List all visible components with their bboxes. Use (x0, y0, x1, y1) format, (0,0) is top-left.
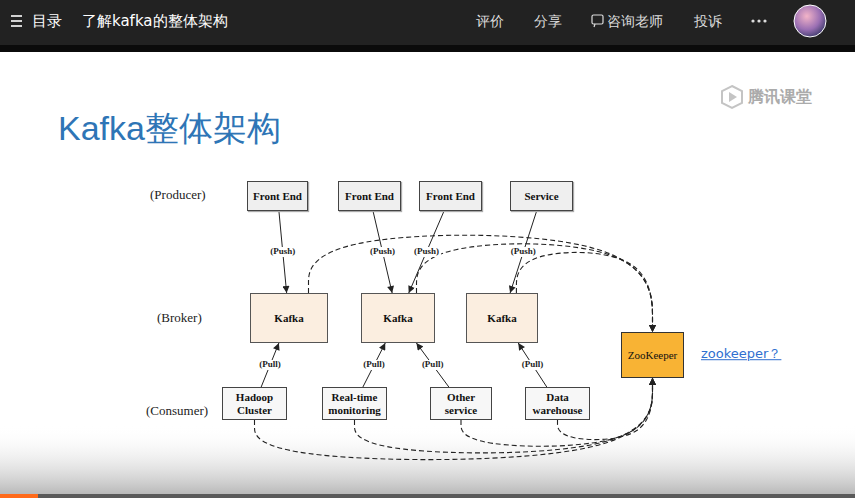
edge-label: (Push) (509, 247, 538, 257)
progress-track (0, 494, 855, 498)
edge-label: (Push) (268, 247, 297, 257)
edge-label: (Push) (368, 247, 397, 257)
player-shade (0, 425, 855, 494)
data-arrow (518, 343, 547, 387)
node-text: Kafka (274, 312, 303, 325)
producer-box: Service (510, 181, 573, 211)
menu-icon (11, 16, 22, 26)
producer-box: Front End (247, 181, 308, 211)
node-text: Service (524, 190, 558, 203)
edge-label: (Pull) (520, 360, 546, 370)
toolbar-item: 评价 (476, 13, 504, 30)
link-text: zookeeper？ (701, 346, 781, 362)
data-arrow (416, 343, 448, 387)
watermark-logo (722, 86, 742, 108)
node-text: Front End (426, 190, 475, 203)
node-text: Other service (435, 391, 487, 416)
edge-label: (Pull) (361, 360, 387, 370)
consumer-box: Data warehouse (525, 387, 590, 420)
edge-label: (Pull) (420, 360, 446, 370)
node-text: Kafka (383, 312, 412, 325)
coordination-link (355, 378, 653, 453)
producer-box: Front End (419, 181, 482, 211)
data-arrow (409, 211, 444, 293)
edge-label: (Push) (412, 247, 441, 257)
node-text: ZooKeeper (628, 349, 677, 362)
coordination-link (255, 378, 653, 460)
node-text: Kafka (487, 312, 516, 325)
node-text: Front End (345, 190, 394, 203)
top-bar-edge (0, 45, 855, 52)
producer-box: Front End (338, 181, 401, 211)
toolbar-item: 咨询老师 (607, 13, 663, 30)
consumer-box: Real-time monitoring (322, 387, 387, 420)
layer-label: (Broker) (157, 310, 202, 326)
avatar (794, 5, 826, 37)
broker-box: Kafka (466, 293, 538, 343)
slide-title: Kafka整体架构 (58, 110, 281, 147)
watermark: 腾讯课堂 (748, 87, 812, 106)
consumer-box: Hadoop Cluster (222, 387, 287, 420)
node-text: Data warehouse (530, 391, 585, 416)
node-text: Front End (253, 190, 302, 203)
broker-box: Kafka (361, 293, 435, 343)
chat-icon (592, 15, 603, 27)
lesson-title: 了解kafka的整体架构 (82, 12, 228, 30)
toolbar-item: 分享 (534, 13, 562, 30)
layer-label: (Producer) (150, 187, 206, 203)
edge-label: (Pull) (257, 360, 283, 370)
menu-label: 目录 (32, 12, 62, 30)
more-icon (751, 19, 766, 22)
layer-label: (Consumer) (146, 403, 208, 419)
node-text: Hadoop Cluster (227, 391, 282, 416)
top-bar (0, 0, 855, 45)
consumer-box: Other service (430, 387, 492, 420)
toolbar-item: 投诉 (694, 13, 722, 30)
progress-bar (0, 494, 38, 498)
zookeeper-box: ZooKeeper (621, 332, 684, 378)
broker-box: Kafka (250, 293, 328, 343)
node-text: Real-time monitoring (327, 391, 382, 416)
